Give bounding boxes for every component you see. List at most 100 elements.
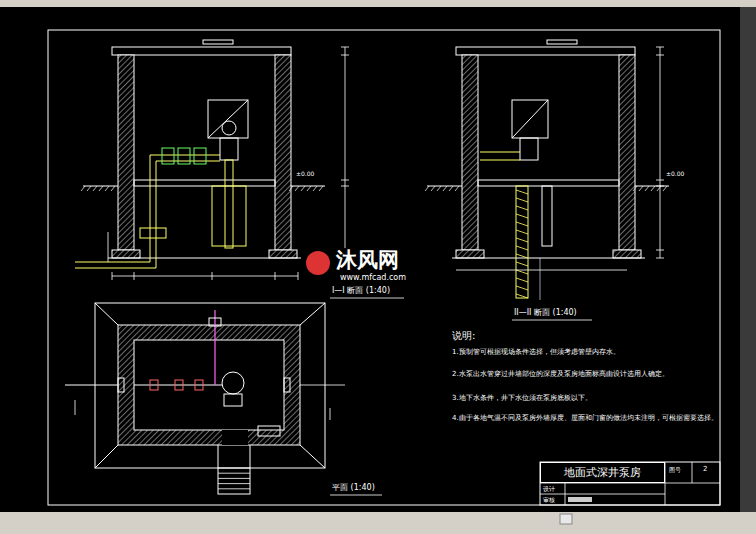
pump-plan xyxy=(222,372,244,394)
door-gap xyxy=(222,430,248,445)
ground-hatch xyxy=(105,186,109,191)
ground-hatch xyxy=(633,186,637,191)
roof-vent xyxy=(203,40,233,44)
stairs xyxy=(218,468,250,494)
motor xyxy=(512,100,548,138)
dimension-tick xyxy=(112,272,113,280)
title-cell: 图号 xyxy=(669,466,681,473)
section-title: I—I 断面 (1:40) xyxy=(332,286,390,296)
roof-slab xyxy=(456,47,635,55)
motor-mark xyxy=(208,100,248,138)
title-grid xyxy=(540,494,665,495)
ground-hatch xyxy=(307,186,311,191)
well-hatch xyxy=(516,238,528,242)
dimension-tick xyxy=(656,186,664,187)
title-cell: 设计 xyxy=(543,485,555,492)
watermark: 沐风网 xyxy=(334,248,401,273)
title-underline xyxy=(512,320,592,321)
ground-hatch xyxy=(81,186,85,191)
room xyxy=(134,340,284,430)
dimension-tick xyxy=(212,272,213,280)
well-hatch xyxy=(516,230,528,234)
footing xyxy=(456,250,484,258)
ground-hatch xyxy=(657,186,661,191)
ground-hatch xyxy=(431,186,435,191)
well-hatch xyxy=(516,294,528,298)
ground-hatch xyxy=(93,186,97,191)
dimension-tick xyxy=(134,272,135,280)
well-hatch xyxy=(516,254,528,258)
dimension-line xyxy=(456,270,627,271)
dimension-tick xyxy=(341,55,349,56)
floor-slab xyxy=(478,180,619,186)
dimension-tick xyxy=(275,272,276,280)
elevation: ±0.00 xyxy=(666,170,684,177)
wall xyxy=(462,55,478,250)
dimension-line xyxy=(660,47,661,258)
well-hatch xyxy=(516,246,528,250)
pipe xyxy=(214,310,215,385)
valve xyxy=(175,380,183,390)
dimension-tick xyxy=(341,186,349,187)
pump-base xyxy=(224,394,242,406)
roof-outline xyxy=(95,303,325,468)
well-pit xyxy=(542,186,552,246)
pump-head xyxy=(222,121,236,135)
dimension-line xyxy=(345,47,346,258)
valve xyxy=(162,148,174,164)
dimension-tick xyxy=(341,180,349,181)
ground-hatch xyxy=(425,186,429,191)
wall xyxy=(118,55,134,250)
ground-hatch xyxy=(645,186,649,191)
toolbar-strip xyxy=(0,0,756,7)
well-hatch xyxy=(516,222,528,226)
discharge-pipe xyxy=(75,155,220,262)
title-cell: 审核 xyxy=(543,496,555,503)
dimension-tick xyxy=(656,55,664,56)
well-hatch xyxy=(516,198,528,202)
dimension-tick xyxy=(341,47,349,48)
valve xyxy=(194,148,206,164)
dimension-tick xyxy=(656,250,664,251)
dimension-tick xyxy=(656,258,664,259)
note: 3.地下水条件，井下水位须在泵房底板以下。 xyxy=(452,394,720,402)
section-mark xyxy=(330,408,331,420)
base-line xyxy=(108,258,301,259)
footing xyxy=(112,250,140,258)
title-block xyxy=(540,462,720,505)
motor xyxy=(208,100,248,138)
note: 2.水泵出水管穿过井墙部位的深度及泵房地面标高由设计选用人确定。 xyxy=(452,370,720,378)
title-grid xyxy=(692,462,693,483)
title-underline xyxy=(330,298,404,299)
scroll-thumb xyxy=(560,514,572,524)
ground-hatch xyxy=(301,186,305,191)
wall xyxy=(619,55,635,250)
pipe xyxy=(65,385,118,386)
dimension-line xyxy=(108,232,109,262)
well-hatch xyxy=(516,286,528,290)
ground-hatch xyxy=(455,186,459,191)
wall-sleeve xyxy=(118,378,124,392)
dimension-tick xyxy=(656,47,664,48)
roof-ridge xyxy=(300,445,325,468)
stairs xyxy=(250,445,251,468)
well-pit xyxy=(212,186,246,246)
pipe-fitting xyxy=(209,318,221,326)
ground-hatch xyxy=(295,186,299,191)
note: 4.由于各地气温不同及泵房外墙厚度、屋面和门窗的做法均未注明，可根据需要选择。 xyxy=(452,414,720,422)
ground-hatch xyxy=(663,186,667,191)
ground-hatch xyxy=(437,186,441,191)
well-pipe xyxy=(225,160,233,248)
notes-heading: 说明: xyxy=(452,330,475,342)
note: 1.预制管可根据现场条件选择，但须考虑管壁内存水。 xyxy=(452,348,720,356)
watermark-url: www.mfcad.com xyxy=(338,273,408,283)
wall-sleeve xyxy=(284,378,290,392)
drawing-title: 地面式深井泵房 xyxy=(564,465,641,480)
roof-ridge xyxy=(300,303,325,325)
roof-ridge xyxy=(95,445,118,468)
valve xyxy=(178,148,190,164)
pipe-support xyxy=(140,228,166,238)
dimension-tick xyxy=(298,272,299,280)
footing xyxy=(613,250,641,258)
roof-slab xyxy=(112,47,291,55)
